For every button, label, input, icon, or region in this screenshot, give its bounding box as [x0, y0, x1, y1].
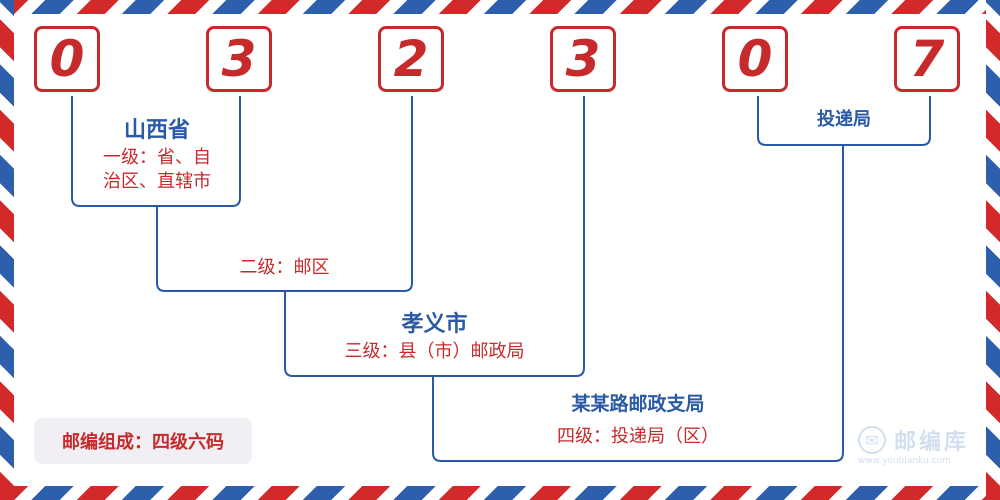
level4-desc: 四级：投递局（区） [557, 426, 719, 447]
postcode-digit-5: 0 [722, 26, 788, 92]
delivery-office-label: 投递局 [817, 109, 871, 130]
province-name: 山西省 [123, 117, 190, 143]
airmail-border-top [0, 0, 1000, 14]
postcode-digit-1: 0 [34, 26, 100, 92]
postcode-digit-6: 7 [894, 26, 960, 92]
postcode-digit-3: 2 [378, 26, 444, 92]
bracket-delivery [757, 96, 931, 146]
logo-url: www.youbianku.com [858, 456, 951, 466]
level1-desc-line2: 治区、直辖市 [103, 171, 211, 192]
postcode-digit-2: 3 [206, 26, 272, 92]
site-logo: ✉ 邮编库 www.youbianku.com [858, 424, 988, 468]
level3-desc: 三级：县（市）邮政局 [344, 341, 525, 362]
level2-desc: 二级：邮区 [239, 257, 330, 278]
logo-name: 邮编库 [894, 429, 970, 455]
branch-name: 某某路邮政支局 [571, 393, 705, 415]
bracket-level4 [432, 145, 844, 462]
airmail-border-left [0, 0, 14, 500]
postcode-digit-4: 3 [550, 26, 616, 92]
bracket-level3 [284, 96, 585, 377]
level1-desc-line1: 一级：省、自 [103, 147, 211, 168]
airmail-border-bottom [0, 486, 1000, 500]
airmail-border-right [986, 0, 1000, 500]
legend-box: 邮编组成：四级六码 [34, 418, 252, 464]
city-name: 孝义市 [401, 311, 468, 337]
envelope-icon: ✉ [858, 426, 886, 454]
